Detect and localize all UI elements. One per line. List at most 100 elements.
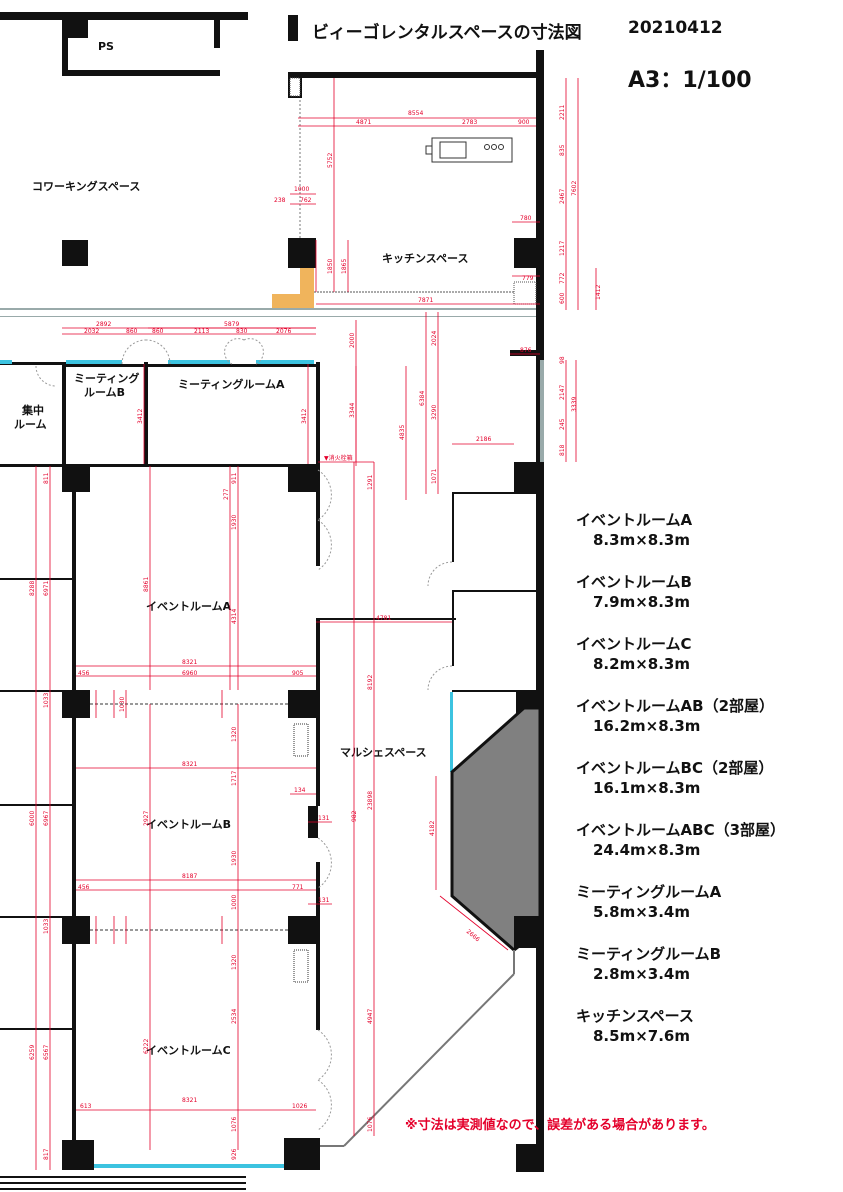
marche-space: マルシェスペース ▼消火栓箱: [316, 350, 544, 1172]
kitchen-label: キッチンスペース: [382, 252, 468, 265]
dim-label: 876: [520, 347, 532, 354]
dim-label: 1930: [231, 515, 238, 530]
dim-label: 2186: [476, 436, 491, 443]
dim-label: 7871: [418, 297, 433, 304]
dim-label: 238: [274, 197, 286, 204]
dim-label: 3412: [137, 409, 144, 424]
dim-label: 8321: [182, 761, 197, 768]
dimension-lines: [35, 78, 597, 1170]
kitchen-space: キッチンスペース: [272, 50, 544, 1162]
column: [62, 240, 88, 266]
legend-room-size: 2.8m×3.4m: [593, 965, 690, 983]
legend-room-size: 7.9m×8.3m: [593, 593, 690, 611]
dim-label: 8554: [408, 110, 423, 117]
dim-label: 7602: [571, 181, 578, 196]
dim-label: 1930: [231, 851, 238, 866]
dim-label: 2000: [349, 333, 356, 348]
dim-label: 1291: [367, 475, 374, 490]
dim-label: 3344: [349, 403, 356, 418]
dimension-labels: 8554 4871 2783 900 2211 835 2467 7602 12…: [29, 105, 602, 1160]
legend-room-size: 24.4m×8.3m: [593, 841, 701, 859]
coworking-label: コワーキングスペース: [32, 179, 140, 193]
dim-label: 2666: [465, 928, 481, 943]
dim-label: 2147: [559, 385, 566, 400]
event-rooms: イベントルームA イベントルームB イベントルームC: [0, 466, 332, 1170]
legend-room-name: キッチンスペース: [576, 1007, 694, 1025]
dim-label: 6967: [43, 811, 50, 826]
dim-label: 1217: [559, 241, 566, 256]
page-date: 20210412: [628, 18, 723, 38]
dim-label: 131: [318, 815, 330, 822]
dim-label: 3412: [301, 409, 308, 424]
dim-label: 2076: [276, 328, 291, 335]
page-title: ビィーゴレンタルスペースの寸法図: [312, 23, 582, 43]
dim-label: 613: [80, 1103, 92, 1110]
dim-label: 911: [231, 472, 238, 484]
legend-item: ミーティングルームA 5.8m×3.4m: [576, 882, 836, 944]
dim-label: 4314: [231, 609, 238, 624]
event-a-label: イベントルームA: [146, 600, 232, 613]
legend-room-size: 8.3m×8.3m: [593, 531, 690, 549]
dim-label: 1412: [595, 285, 602, 300]
legend-room-name: イベントルームBC（2部屋）: [576, 759, 774, 777]
legend-room-name: イベントルームC: [576, 635, 692, 653]
dim-label: 5752: [327, 153, 334, 168]
dim-label: 2892: [96, 321, 111, 328]
dim-label: 779: [522, 275, 534, 282]
legend-item: イベントルームAB（2部屋） 16.2m×8.3m: [576, 696, 836, 758]
dim-label: 4947: [367, 1009, 374, 1024]
dim-label: 1033: [43, 693, 50, 708]
dim-label: 905: [292, 670, 304, 677]
title-marker: [288, 15, 298, 41]
dim-label: 818: [559, 444, 566, 456]
dim-label: 2467: [559, 189, 566, 204]
dim-label: 245: [559, 418, 566, 430]
legend-item: イベントルームA 8.3m×8.3m: [576, 510, 836, 572]
focus-room-label-2: ルーム: [14, 418, 47, 431]
dim-label: 926: [231, 1148, 238, 1160]
dim-label: 835: [559, 144, 566, 156]
dim-label: 6567: [43, 1045, 50, 1060]
dim-label: 4781: [376, 615, 391, 622]
dim-label: 98: [559, 356, 566, 364]
legend-room-size: 5.8m×3.4m: [593, 903, 690, 921]
dim-label: 6000: [29, 811, 36, 826]
ps-area: PS: [0, 12, 248, 76]
dim-label: 860: [152, 328, 164, 335]
dim-label: 4835: [399, 425, 406, 440]
dim-label: 1071: [431, 469, 438, 484]
dim-label: 1850: [327, 259, 334, 274]
dim-label: 8861: [143, 577, 150, 592]
legend-room-name: イベントルームAB（2部屋）: [576, 697, 775, 715]
dim-label: 1033: [43, 919, 50, 934]
legend-room-name: イベントルームA: [576, 511, 693, 529]
dim-label: 8321: [182, 1097, 197, 1104]
dim-label: 6971: [43, 581, 50, 596]
dim-label: 456: [78, 884, 90, 891]
dim-label: 1717: [231, 771, 238, 786]
meeting-b-label-2: ルームB: [84, 386, 125, 399]
dim-label: 456: [78, 670, 90, 677]
dim-label: 1000: [231, 895, 238, 910]
dim-label: 1026: [292, 1103, 307, 1110]
dim-label: 2024: [431, 331, 438, 346]
dim-label: 771: [292, 884, 304, 891]
legend-item: キッチンスペース 8.5m×7.6m: [576, 1006, 836, 1068]
dim-label: 6384: [419, 391, 426, 406]
dim-label: 131: [318, 897, 330, 904]
legend-room-size: 16.1m×8.3m: [593, 779, 701, 797]
dim-label: 3339: [571, 397, 578, 412]
dim-label: 8321: [182, 659, 197, 666]
dim-label: 5879: [224, 321, 239, 328]
dim-label: 2211: [559, 105, 566, 120]
room-size-legend: イベントルームA 8.3m×8.3m イベントルームB 7.9m×8.3m イベ…: [576, 510, 836, 1068]
dim-label: 4871: [356, 119, 371, 126]
dim-label: 23898: [367, 791, 374, 810]
dim-label: 6960: [182, 670, 197, 677]
dim-label: 830: [236, 328, 248, 335]
marche-label: マルシェスペース: [340, 746, 427, 759]
dim-label: 780: [520, 215, 532, 222]
legend-room-name: ミーティングルームA: [576, 883, 722, 901]
legend-item: イベントルームB 7.9m×8.3m: [576, 572, 836, 634]
dim-label: 860: [126, 328, 138, 335]
